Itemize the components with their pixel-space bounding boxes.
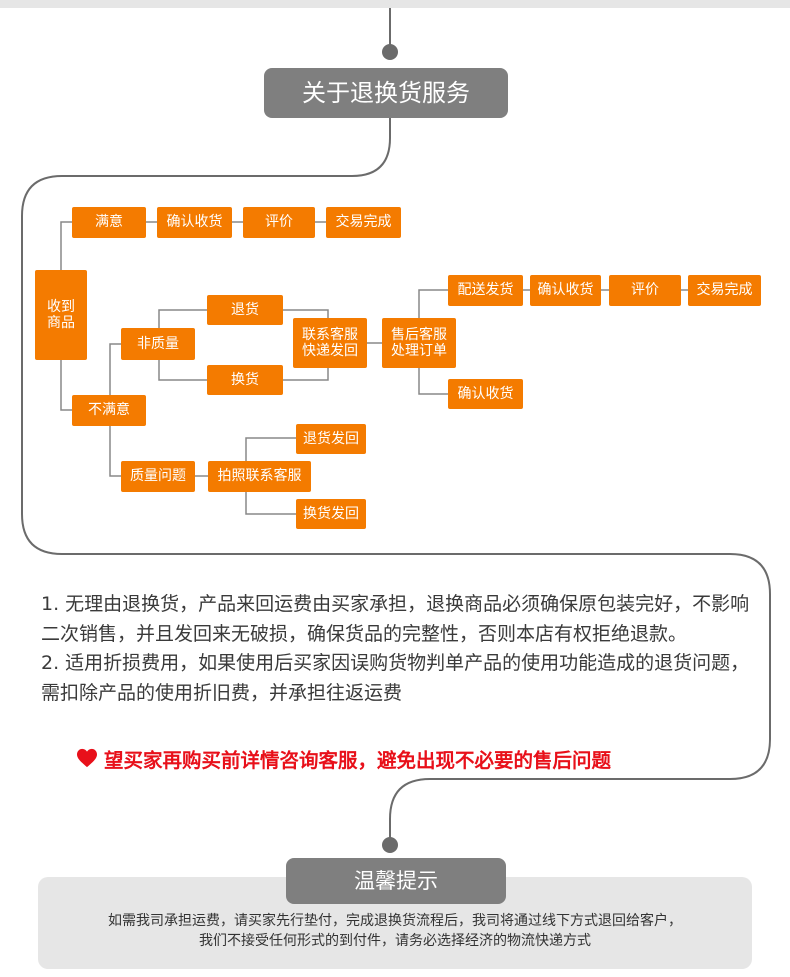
flow-return-ship-back: 退货发回 xyxy=(296,424,366,454)
flow-photo-contact: 拍照联系客服 xyxy=(208,461,311,492)
flow-satisfied-done: 交易完成 xyxy=(326,207,401,238)
section-title-tips: 温馨提示 xyxy=(286,858,506,904)
rule-1: 1. 无理由退换货，产品来回运费由买家承担，退换商品必须确保原包装完好，不影响二… xyxy=(41,593,750,645)
flow-contact-ship-back: 联系客服 快递发回 xyxy=(293,318,367,368)
flow-ship-out: 配送发货 xyxy=(448,275,523,306)
flow-satisfied-confirm-receipt: 确认收货 xyxy=(157,207,232,238)
flow-satisfied: 满意 xyxy=(72,207,146,238)
tips-text: 如需我司承担运费，请买家先行垫付，完成退换货流程后，我司将通过线下方式退回给客户… xyxy=(38,911,752,951)
flow-after-confirm-receipt: 确认收货 xyxy=(530,275,601,306)
flow-after-sales: 售后客服 处理订单 xyxy=(382,318,456,368)
warning-line: 望买家再购买前详情咨询客服，避免出现不必要的售后问题 xyxy=(76,742,736,774)
flow-exchange-ship-back: 换货发回 xyxy=(296,499,366,529)
tips-line-1: 如需我司承担运费，请买家先行垫付，完成退换货流程后，我司将通过线下方式退回给客户… xyxy=(108,913,682,929)
flow-received-goods: 收到 商品 xyxy=(35,270,87,360)
top-bar xyxy=(0,0,790,8)
flow-unsatisfied: 不满意 xyxy=(72,395,146,426)
flow-return-goods: 退货 xyxy=(207,295,283,325)
tips-line-2: 我们不接受任何形式的到付件，请务必选择经济的物流快递方式 xyxy=(199,933,591,949)
flow-after-done: 交易完成 xyxy=(688,275,761,306)
rules-text: 1. 无理由退换货，产品来回运费由买家承担，退换商品必须确保原包装完好，不影响二… xyxy=(41,590,751,708)
flow-non-quality: 非质量 xyxy=(121,328,195,360)
flow-after-confirm-receipt-2: 确认收货 xyxy=(448,379,523,409)
flow-exchange-goods: 换货 xyxy=(207,365,283,395)
flow-satisfied-review: 评价 xyxy=(243,207,315,238)
heart-icon xyxy=(77,748,97,768)
warning-text: 望买家再购买前详情咨询客服，避免出现不必要的售后问题 xyxy=(104,748,612,772)
flow-quality-issue: 质量问题 xyxy=(121,461,195,492)
flow-after-review: 评价 xyxy=(609,275,681,306)
section-title-returns: 关于退换货服务 xyxy=(264,68,508,118)
rule-2: 2. 适用折损费用，如果使用后买家因误购货物判单产品的使用功能造成的退货问题，需… xyxy=(41,652,750,704)
